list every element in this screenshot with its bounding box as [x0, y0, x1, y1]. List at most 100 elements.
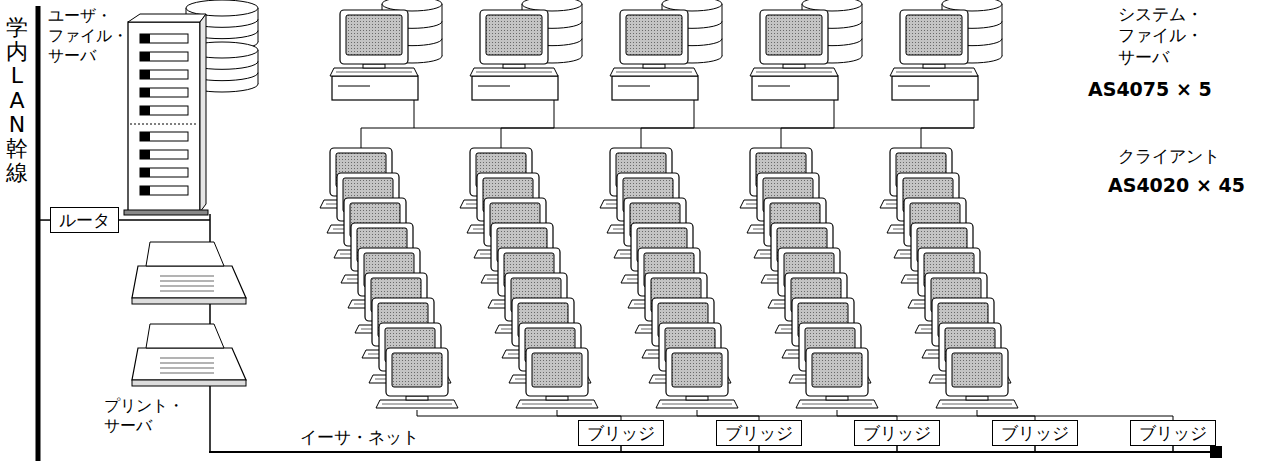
server-client-wire — [501, 100, 554, 148]
drive-bay — [140, 106, 188, 115]
disk-side — [258, 8, 259, 42]
box-text: ブリッジ — [863, 423, 931, 443]
server-slot — [338, 86, 370, 87]
printer-base — [132, 380, 246, 386]
bridge-tap — [620, 446, 622, 452]
drive-led — [140, 132, 150, 141]
client-wire — [557, 410, 759, 420]
drive-led — [140, 150, 150, 159]
keyboard-keys — [382, 404, 452, 405]
lan-backbone — [36, 6, 41, 461]
drive-led — [140, 106, 150, 115]
bridge-box: ブリッジ — [1130, 420, 1216, 446]
drive-led — [140, 186, 150, 195]
printer — [132, 324, 246, 386]
keyboard — [376, 400, 458, 408]
bridge-tap — [758, 446, 760, 452]
tower-side — [200, 14, 206, 212]
box-text: ブリッジ — [587, 423, 655, 443]
printer-paper — [160, 373, 214, 374]
printer-base — [132, 298, 246, 304]
monitor-case — [480, 10, 548, 64]
tower-case — [128, 22, 200, 212]
keyboard — [750, 68, 838, 76]
monitor-screen — [486, 15, 542, 55]
system-file-server — [470, 0, 582, 100]
server-client-wire — [641, 100, 694, 148]
server-client-wire — [361, 100, 414, 148]
disk-side — [722, 4, 723, 56]
disk-top — [522, 0, 582, 11]
server-slot — [758, 86, 790, 87]
keyboard — [516, 400, 598, 408]
keyboard-keys — [896, 72, 972, 73]
keyboard — [890, 68, 978, 76]
printer — [132, 242, 246, 304]
bridge-box: ブリッジ — [992, 420, 1078, 446]
server-client-wire — [781, 100, 834, 148]
bridge-tap — [1034, 446, 1036, 452]
server-unit — [892, 76, 978, 100]
disk-side — [442, 4, 443, 56]
drive-led — [140, 34, 150, 43]
keyboard-keys — [756, 72, 832, 73]
drive-led — [140, 52, 150, 61]
server-unit — [612, 76, 698, 100]
printer-paper — [160, 358, 214, 359]
bridge-tap — [896, 446, 898, 452]
keyboard-keys — [942, 404, 1012, 405]
monitor-screen — [672, 353, 722, 387]
terminator — [1210, 446, 1222, 458]
printer-paper — [160, 281, 214, 282]
keyboard-keys — [802, 404, 872, 405]
system-file-server — [750, 0, 862, 100]
client-column — [600, 148, 738, 408]
monitor-case — [900, 10, 968, 64]
bridge-box: ブリッジ — [716, 420, 802, 446]
monitor-case — [666, 348, 728, 396]
system-file-server — [890, 0, 1002, 100]
client-column — [320, 148, 458, 408]
server-slot — [478, 86, 510, 87]
server-client-wire — [921, 100, 974, 148]
server-unit — [472, 76, 558, 100]
disk-side — [258, 50, 259, 84]
monitor-screen — [812, 353, 862, 387]
keyboard — [330, 68, 418, 76]
keyboard — [796, 400, 878, 408]
box-text: ルータ — [59, 210, 110, 230]
server-label: プリント・サーバ — [104, 396, 184, 436]
backbone-label: 学内LAN幹線 — [6, 16, 28, 185]
monitor-case — [946, 348, 1008, 396]
model-count: AS4020 × 45 — [1108, 174, 1245, 198]
keyboard — [610, 68, 698, 76]
drive-bay — [140, 70, 188, 79]
box-text: ブリッジ — [1139, 423, 1207, 443]
network-label: イーサ・ネット — [300, 427, 419, 448]
keyboard-keys — [522, 404, 592, 405]
monitor-screen — [766, 15, 822, 55]
server-slot — [618, 86, 650, 87]
printer-paper — [160, 368, 214, 369]
printer-paper — [160, 291, 214, 292]
router-wire — [119, 219, 210, 221]
drive-bay — [140, 88, 188, 97]
drive-bay — [140, 132, 188, 141]
monitor-screen — [532, 353, 582, 387]
monitor-case — [340, 10, 408, 64]
monitor-case — [806, 348, 868, 396]
monitor-case — [760, 10, 828, 64]
disk-side — [862, 4, 863, 56]
printer-body — [132, 348, 246, 380]
system-file-server — [330, 0, 442, 100]
server-slot — [898, 86, 930, 87]
server-label: システム・ファイル・サーバ — [1118, 4, 1203, 68]
drive-led — [140, 70, 150, 79]
disk-top — [662, 0, 722, 11]
bridge-box: ブリッジ — [854, 420, 940, 446]
drive-bay — [140, 150, 188, 159]
router-box: ルータ — [50, 207, 119, 233]
disk-side — [582, 4, 583, 56]
monitor-screen — [346, 15, 402, 55]
client-wire — [697, 410, 897, 420]
